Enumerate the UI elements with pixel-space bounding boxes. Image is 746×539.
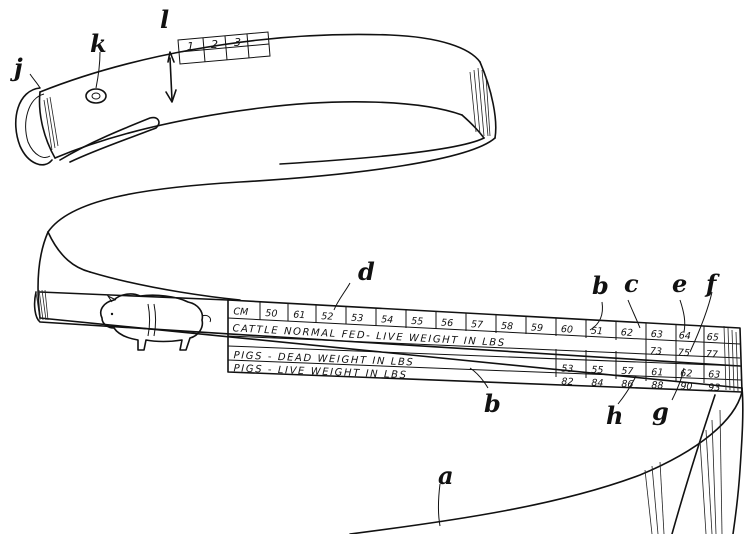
cm-row-grid (259, 302, 705, 344)
top-scale: 1 2 3 (177, 31, 271, 65)
lower-tail-shading (644, 409, 723, 535)
pigs-live-value: 84 (591, 378, 604, 389)
pigs-dead-value: 55 (591, 365, 604, 376)
cm-value: 54 (381, 314, 394, 326)
leader-e (679, 299, 686, 333)
table-end-shading (723, 325, 739, 392)
pigs-dead-value: 62 (680, 368, 693, 379)
cm-value: 57 (471, 319, 484, 331)
cm-row-label: CM (233, 306, 248, 318)
pigs-dead-value: 57 (621, 366, 634, 377)
cm-value: 61 (293, 310, 306, 322)
pigs-live-value: 93 (708, 382, 721, 393)
leader-f (689, 291, 713, 353)
label-e: e (672, 269, 687, 298)
cm-value: 55 (411, 316, 424, 328)
cm-value: 59 (531, 322, 544, 334)
pigs-rows-grid (555, 349, 705, 383)
scale-mark-3: 3 (234, 36, 241, 49)
leader-d (333, 282, 351, 311)
cm-value: 52 (321, 311, 334, 323)
pigs-dead-value: 53 (561, 363, 574, 374)
leader-b-lower (469, 367, 489, 389)
cattle-value: 77 (705, 349, 718, 361)
leader-j (29, 73, 41, 89)
label-j: j (10, 53, 23, 82)
front-strip: CM 50 61 52 53 54 55 56 57 58 59 60 51 6… (33, 289, 743, 394)
middle-tape-sweep (37, 137, 496, 319)
lower-tape-tail (349, 387, 744, 535)
pigs-dead-value: 61 (651, 367, 664, 378)
label-d: d (358, 257, 375, 286)
label-f: f (704, 269, 720, 298)
cm-value: 58 (501, 321, 514, 333)
cattle-row-label: CATTLE NORMAL FED- LIVE WEIGHT IN LBS (232, 323, 506, 349)
leader-h (617, 375, 637, 405)
arrow-l (169, 57, 173, 101)
d-ring (15, 87, 53, 166)
pigs-live-value: 90 (680, 381, 693, 392)
pigs-live-value: 86 (621, 379, 634, 390)
label-b-lower: b (484, 389, 501, 418)
cm-value: 62 (621, 327, 634, 339)
cm-value: 51 (591, 326, 604, 338)
pigs-live-value: 82 (561, 376, 574, 387)
cm-value: 65 (706, 332, 719, 344)
cm-value: 50 (265, 308, 278, 320)
cm-value: 56 (441, 318, 454, 330)
upper-loop-shading (43, 67, 491, 151)
scale-mark-2: 2 (211, 38, 218, 51)
pig-illustration (99, 293, 211, 351)
cattle-value: 73 (650, 346, 663, 358)
label-k: k (90, 29, 107, 58)
label-l: l (160, 5, 169, 34)
leader-a (438, 483, 441, 527)
leader-lines (29, 51, 713, 527)
cattle-value: 75 (677, 347, 690, 359)
cm-value: 64 (678, 330, 691, 342)
leader-b-upper (589, 301, 603, 331)
strip-end-shading (35, 289, 49, 321)
pigs-dead-value: 63 (708, 369, 721, 380)
eyelet (85, 88, 107, 104)
upper-tape-loop: 1 2 3 (15, 31, 497, 166)
label-a: a (438, 461, 454, 490)
reference-letters: a b b c d e f g h j k l (10, 5, 720, 490)
cm-value: 60 (561, 324, 574, 336)
leader-c (627, 299, 641, 329)
label-c: c (624, 269, 639, 298)
label-b-upper: b (592, 271, 609, 300)
label-h: h (606, 401, 623, 430)
leader-g (671, 367, 685, 401)
label-g: g (652, 397, 669, 426)
cm-row: CM 50 61 52 53 54 55 56 57 58 59 60 51 6… (233, 306, 719, 343)
cm-value: 53 (351, 313, 364, 325)
scale-mark-1: 1 (187, 40, 194, 53)
pigs-live-value: 88 (651, 380, 664, 391)
cm-value: 63 (650, 329, 663, 341)
leader-k (95, 51, 101, 89)
